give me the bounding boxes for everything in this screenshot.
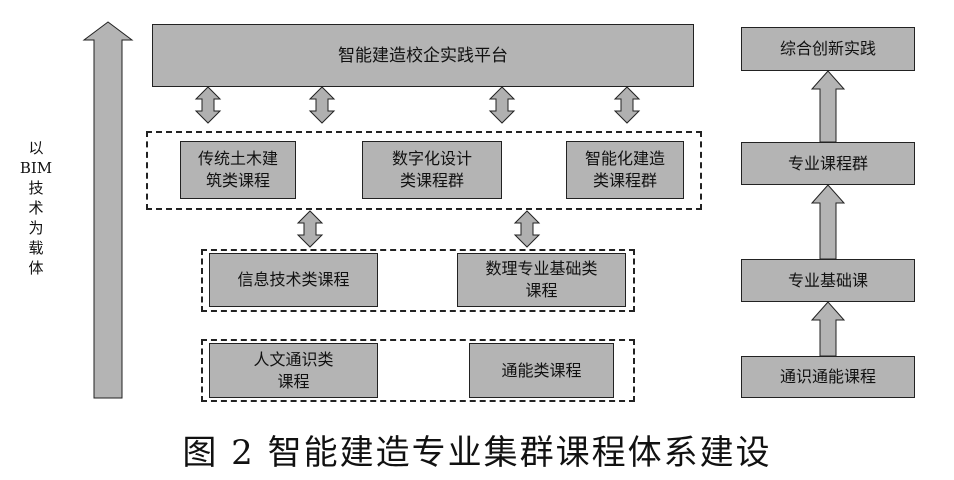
row3-label-1: 人文通识类 课程 bbox=[253, 349, 334, 391]
side-label-char: 体 bbox=[28, 259, 44, 277]
side-label-char: 为 bbox=[28, 219, 44, 237]
right-label-1: 综合创新实践 bbox=[779, 39, 876, 58]
row1-box-2: 数字化设计 类课程群 bbox=[362, 141, 502, 199]
side-label: 以 BIM 技 术 为 载 体 bbox=[18, 138, 54, 278]
double-arrow-6 bbox=[514, 210, 540, 248]
right-box-3: 专业基础课 bbox=[741, 259, 915, 302]
double-arrow-5 bbox=[297, 210, 323, 248]
double-arrow-3 bbox=[489, 86, 515, 124]
side-label-char: 技 bbox=[28, 179, 44, 197]
row1-label-3: 智能化建造 类课程群 bbox=[584, 149, 665, 190]
right-box-1: 综合创新实践 bbox=[741, 27, 915, 71]
row1-box-3: 智能化建造 类课程群 bbox=[566, 141, 684, 199]
row3-box-1: 人文通识类 课程 bbox=[209, 343, 378, 398]
right-label-3: 专业基础课 bbox=[787, 270, 868, 290]
right-box-2: 专业课程群 bbox=[741, 142, 915, 185]
row1-group bbox=[146, 131, 702, 210]
row2-box-1: 信息技术类课程 bbox=[209, 253, 378, 307]
row1-label-2: 数字化设计 类课程群 bbox=[391, 149, 472, 190]
row3-box-2: 通能类课程 bbox=[469, 343, 614, 398]
platform-label: 智能建造校企实践平台 bbox=[338, 45, 508, 66]
double-arrow-2 bbox=[309, 86, 335, 124]
row3-group bbox=[201, 339, 635, 402]
row2-group bbox=[201, 249, 635, 312]
up-arrow-2 bbox=[810, 184, 846, 260]
right-label-2: 专业课程群 bbox=[787, 153, 868, 173]
double-arrow-1 bbox=[195, 86, 221, 124]
right-label-4: 通识通能课程 bbox=[779, 367, 876, 386]
side-label-char: 载 bbox=[28, 239, 44, 257]
row2-label-2: 数理专业基础类 课程 bbox=[485, 259, 598, 300]
figure-caption: 图 2 智能建造专业集群课程体系建设 bbox=[182, 433, 772, 473]
side-label-char: 术 bbox=[28, 199, 44, 217]
row3-label-2: 通能类课程 bbox=[501, 360, 582, 380]
row2-label-1: 信息技术类课程 bbox=[237, 270, 350, 289]
row1-label-1: 传统土木建 筑类课程 bbox=[197, 149, 278, 190]
side-label-char: BIM bbox=[19, 159, 53, 177]
row1-box-1: 传统土木建 筑类课程 bbox=[180, 141, 296, 199]
row2-box-2: 数理专业基础类 课程 bbox=[457, 253, 626, 307]
up-arrow-1 bbox=[810, 70, 846, 143]
platform-box: 智能建造校企实践平台 bbox=[152, 24, 694, 87]
double-arrow-4 bbox=[614, 86, 640, 124]
side-label-char: 以 bbox=[28, 139, 44, 157]
vertical-progress-arrow bbox=[82, 21, 134, 399]
up-arrow-3 bbox=[810, 301, 846, 357]
right-box-4: 通识通能课程 bbox=[741, 356, 915, 398]
